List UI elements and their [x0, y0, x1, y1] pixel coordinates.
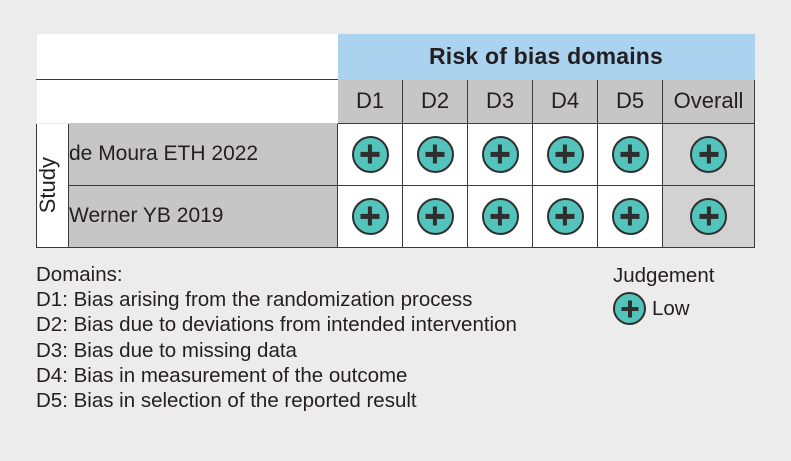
- domain-legend-item-d1: D1: Bias arising from the randomization …: [36, 288, 473, 312]
- domain-legend-heading: Domains:: [36, 263, 123, 286]
- plus-icon: [546, 197, 584, 235]
- rob-traffic-light-table: Risk of bias domains D1 D2 D3 D4 D5 Over…: [35, 33, 756, 249]
- domain-legend-item-d2: D2: Bias due to deviations from intended…: [36, 313, 517, 337]
- judgement-cell-row1-d2[interactable]: [402, 122, 468, 186]
- column-header-d1[interactable]: D1: [337, 78, 403, 124]
- judgement-cell-row1-d5[interactable]: [597, 122, 663, 186]
- table-row: Werner YB 2019: [37, 184, 756, 249]
- column-header-d5[interactable]: D5: [597, 78, 663, 124]
- domain-legend-item-d5: D5: Bias in selection of the reported re…: [36, 389, 417, 413]
- table-header-row: D1 D2 D3 D4 D5 Overall: [36, 78, 756, 124]
- judgement-cell-row1-d1[interactable]: [337, 122, 403, 186]
- plus-icon: [416, 135, 454, 173]
- judgement-cell-row2-d2[interactable]: [402, 184, 468, 249]
- table-banner-row: Risk of bias domains: [36, 33, 755, 80]
- study-name-werner-yb-2019[interactable]: Werner YB 2019: [68, 184, 338, 249]
- plus-icon: [416, 197, 454, 235]
- table-row: Study de Moura ETH 2022: [35, 122, 756, 249]
- column-header-d3[interactable]: D3: [467, 78, 533, 124]
- risk-of-bias-domains-banner: Risk of bias domains: [337, 33, 755, 80]
- column-header-overall[interactable]: Overall: [661, 78, 756, 124]
- study-axis-label-cell: Study: [35, 122, 69, 249]
- plus-icon: [481, 197, 519, 235]
- plus-icon: [546, 135, 584, 173]
- judgement-legend: Judgement Low: [613, 264, 714, 325]
- judgement-cell-row2-overall[interactable]: [661, 184, 756, 249]
- judgement-legend-title: Judgement: [613, 264, 715, 287]
- judgement-legend-label-low: Low: [652, 296, 690, 320]
- judgement-cell-row2-d5[interactable]: [597, 184, 663, 249]
- study-name-de-moura-eth-2022[interactable]: de Moura ETH 2022: [68, 122, 338, 186]
- domain-legend: Domains: D1: Bias arising from the rando…: [36, 262, 517, 413]
- judgement-cell-row2-d3[interactable]: [467, 184, 533, 249]
- column-header-d4[interactable]: D4: [532, 78, 598, 124]
- plus-icon: [613, 292, 646, 325]
- plus-icon: [611, 135, 649, 173]
- corner-blank-cell: [36, 33, 338, 80]
- judgement-legend-entry-low: Low: [613, 292, 714, 325]
- corner-blank-cell-2: [36, 78, 338, 124]
- judgement-cell-row2-d4[interactable]: [532, 184, 598, 249]
- plus-icon: [690, 135, 728, 173]
- plus-icon: [351, 135, 389, 173]
- plus-icon: [611, 197, 649, 235]
- plus-icon: [690, 197, 728, 235]
- domain-legend-item-d4: D4: Bias in measurement of the outcome: [36, 363, 408, 387]
- study-axis-label: Study: [35, 157, 60, 214]
- judgement-cell-row2-d1[interactable]: [337, 184, 403, 249]
- judgement-cell-row1-d4[interactable]: [532, 122, 598, 186]
- judgement-cell-row1-d3[interactable]: [467, 122, 533, 186]
- plus-icon: [481, 135, 519, 173]
- domain-legend-item-d3: D3: Bias due to missing data: [36, 338, 297, 362]
- judgement-cell-row1-overall[interactable]: [661, 122, 756, 186]
- column-header-d2[interactable]: D2: [402, 78, 468, 124]
- plus-icon: [351, 197, 389, 235]
- risk-of-bias-table: Risk of bias domains D1 D2 D3 D4 D5 Over…: [35, 33, 756, 249]
